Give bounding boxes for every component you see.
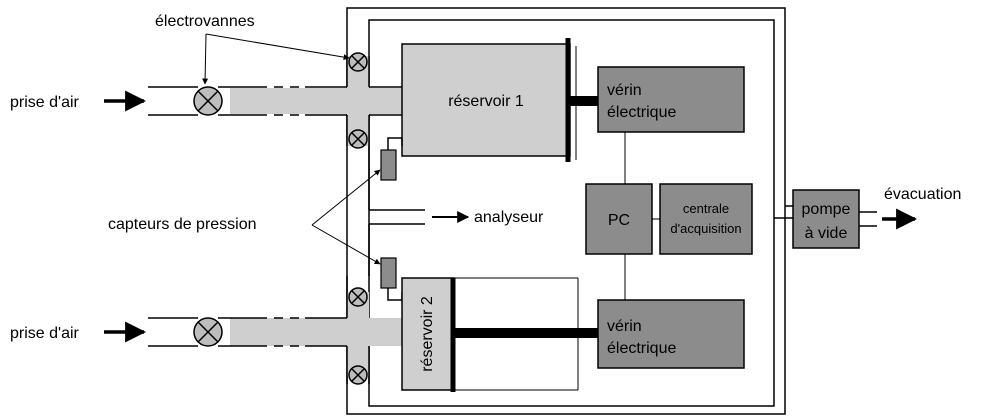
pompe-a-vide (792, 189, 860, 249)
pompe-label-2: à vide (805, 225, 848, 242)
capteurs-label: capteurs de pression (108, 216, 257, 233)
analyseur-label: analyseur (474, 209, 544, 226)
reservoir-2 (401, 277, 455, 391)
valve-small-1-icon (348, 52, 368, 72)
verin-electrique-top (597, 66, 745, 133)
valve-inlet-top-icon (193, 86, 223, 116)
valve-inlet-bottom-icon (193, 317, 223, 347)
verin-electrique-bottom (597, 299, 745, 369)
pc-label: PC (608, 212, 630, 229)
evacuation-label: évacuation (884, 186, 961, 203)
valve-small-2-icon (348, 129, 368, 149)
piston-1-rod (570, 96, 600, 106)
verin-bottom-label-1: vérin (607, 318, 642, 335)
pressure-sensor-bottom (380, 257, 403, 301)
pc-box (585, 183, 653, 255)
top-air-pipe (148, 56, 404, 146)
verin-bottom-label-2: électrique (607, 340, 676, 357)
pressure-sensor-top (380, 137, 403, 181)
reservoir-1 (401, 43, 571, 157)
centrale-acquisition (659, 183, 753, 255)
verin-top-label-1: vérin (607, 82, 642, 99)
valve-small-3-icon (348, 287, 368, 307)
centrale-label-2: d'acquisition (670, 221, 741, 236)
bottom-air-pipe (148, 276, 404, 384)
pompe-label-1: pompe (802, 201, 851, 218)
reservoir-2-label: réservoir 2 (419, 296, 436, 372)
outer-enclosure (346, 7, 786, 415)
verin-top-label-2: électrique (607, 104, 676, 121)
inner-enclosure (368, 19, 775, 407)
prise-air-bottom-label: prise d'air (10, 325, 80, 342)
centrale-label-1: centrale (683, 201, 729, 216)
electrovannes-label: électrovannes (155, 13, 255, 30)
piston-2-rod (455, 328, 600, 338)
prise-air-top-label: prise d'air (10, 94, 80, 111)
valve-small-4-icon (348, 365, 368, 385)
reservoir-1-label: réservoir 1 (448, 93, 524, 110)
